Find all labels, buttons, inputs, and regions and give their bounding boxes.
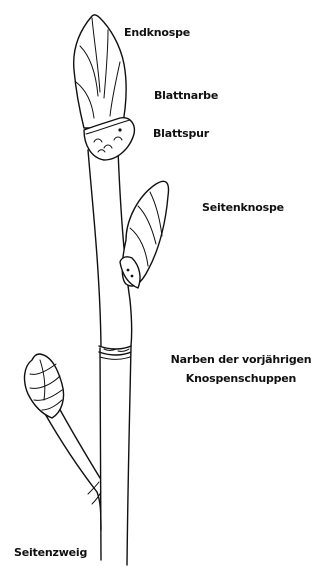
bud-scale-scars [99, 346, 131, 359]
label-bud-scale-scars-line2: Knospenschuppen [146, 372, 335, 386]
label-side-branch: Seitenzweig [14, 546, 87, 560]
side-branch-bud [25, 354, 64, 418]
label-terminal-bud: Endknospe [124, 26, 190, 40]
label-bud-scale-scars: Narben der vorjährigen Knospenschuppen [146, 353, 335, 386]
label-bundle-trace: Blattspur [153, 127, 209, 141]
label-leaf-scar: Blattnarbe [154, 89, 218, 103]
label-lateral-bud: Seitenknospe [202, 201, 284, 215]
main-stem-lower [100, 346, 131, 565]
label-bud-scale-scars-line1: Narben der vorjährigen [146, 353, 335, 367]
terminal-bud [74, 15, 126, 128]
side-branch [44, 406, 101, 530]
lateral-bud [120, 181, 169, 288]
